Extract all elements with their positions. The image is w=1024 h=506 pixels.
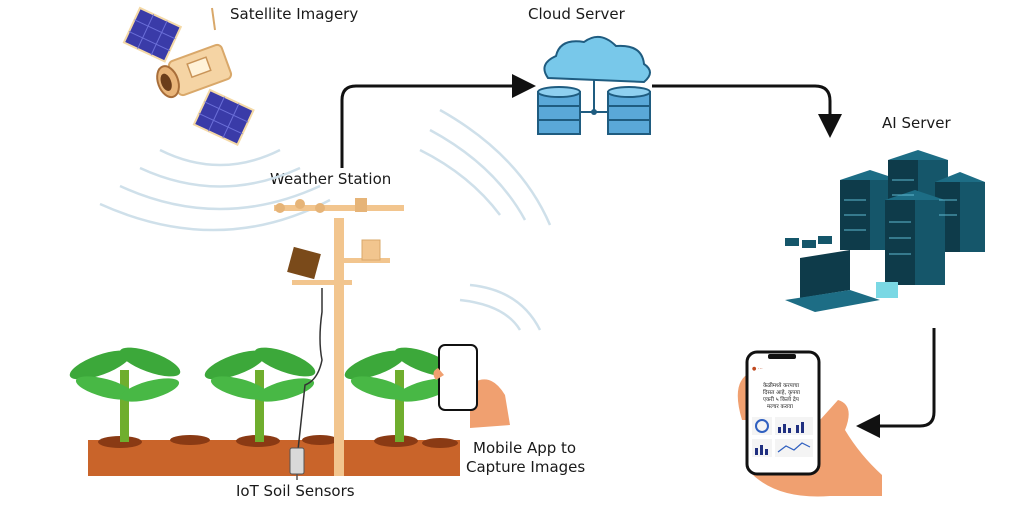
satellite-icon [122, 6, 255, 147]
cloud-server-label: Cloud Server [528, 5, 625, 23]
phone-advice-line1: केळीमध्ये करपाचा [763, 382, 800, 389]
ai-server-icon [785, 150, 985, 312]
arrow-cloud-to-ai [652, 84, 842, 138]
soil-ground [88, 435, 460, 476]
iot-soil-sensors-label: IoT Soil Sensors [236, 482, 355, 500]
svg-text:● ···: ● ··· [752, 366, 763, 372]
arrow-ai-to-phone [856, 328, 936, 438]
signal-waves [99, 108, 552, 331]
phone-advice-line2: दिसत आहे, कृपया [763, 389, 801, 396]
arrow-weather-to-cloud [340, 74, 536, 168]
ai-server-label: AI Server [882, 114, 951, 132]
weather-station-icon [274, 198, 404, 476]
mobile-camera-phone-icon [433, 344, 510, 428]
phone-advice-line4: मल्चर करावा [767, 404, 793, 410]
iot-sensor-icon [289, 447, 305, 480]
laptop-icon [785, 250, 880, 312]
database-left-icon [537, 86, 581, 135]
banana-plant [204, 347, 316, 442]
farmer-app-phone-icon: ● ··· केळीमध्ये करपाचा दिसत आहे, कृपया ए… [737, 350, 882, 497]
phone-advice-line3: एकरी ५ किलो द्रेप [763, 396, 800, 403]
database-right-icon [607, 86, 651, 135]
satellite-imagery-label: Satellite Imagery [230, 5, 359, 23]
cloud-server-icon [537, 35, 651, 135]
mobile-app-label-line2: Capture Images [466, 458, 586, 476]
mobile-app-label-line1: Mobile App to [473, 439, 577, 457]
weather-station-label: Weather Station [270, 170, 392, 188]
banana-plant [69, 347, 181, 442]
